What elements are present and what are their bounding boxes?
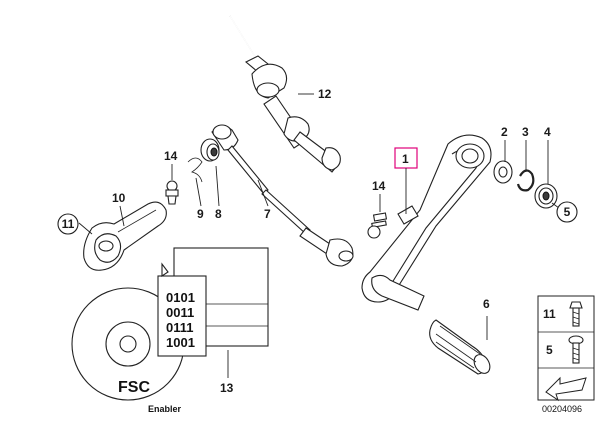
callout-1: 1 bbox=[402, 152, 409, 166]
part-2-washer bbox=[493, 160, 513, 184]
callout-8: 8 bbox=[215, 207, 222, 221]
part-12-shift-rod-boot bbox=[229, 15, 341, 173]
callout-7: 7 bbox=[264, 207, 271, 221]
binary-line-3: 0111 bbox=[166, 320, 194, 335]
part-14-ball-joint-left bbox=[165, 180, 179, 205]
part-3-circlip bbox=[516, 169, 535, 192]
callout-11-circled: 11 bbox=[57, 213, 79, 235]
part-13-software-package bbox=[71, 247, 269, 401]
svg-text:5: 5 bbox=[564, 205, 571, 219]
part-4-bearing bbox=[534, 183, 558, 209]
binary-code-label: 0101 0011 0111 1001 bbox=[166, 290, 195, 350]
legend-label-5: 5 bbox=[546, 343, 553, 357]
part-1-shift-pedal bbox=[361, 134, 492, 311]
callout-9: 9 bbox=[197, 207, 204, 221]
legend-screw-11-icon bbox=[569, 301, 583, 327]
callout-14-right: 14 bbox=[372, 179, 386, 193]
svg-text:11: 11 bbox=[62, 217, 75, 231]
callout-5-circled: 5 bbox=[556, 201, 578, 223]
part-8-bushing bbox=[200, 138, 220, 162]
part-7-shift-linkage bbox=[211, 124, 354, 267]
callout-10: 10 bbox=[112, 191, 126, 205]
part-14-ball-joint-right bbox=[367, 212, 388, 239]
callout-4: 4 bbox=[544, 125, 551, 139]
callout-2: 2 bbox=[501, 125, 508, 139]
callout-3: 3 bbox=[522, 125, 529, 139]
legend-box bbox=[537, 295, 595, 402]
binary-line-4: 1001 bbox=[166, 335, 195, 350]
diagram-reference-number: 00204096 bbox=[542, 404, 582, 414]
legend-label-11: 11 bbox=[543, 307, 556, 321]
callout-6: 6 bbox=[483, 297, 490, 311]
callout-13: 13 bbox=[220, 381, 234, 395]
disc-label: FSC bbox=[118, 379, 150, 396]
legend-screw-5-icon bbox=[568, 335, 584, 364]
disc-sublabel: Enabler bbox=[148, 404, 182, 414]
part-10-lever-arm bbox=[83, 201, 167, 271]
legend-arrow-icon bbox=[545, 376, 587, 402]
binary-line-2: 0011 bbox=[166, 305, 194, 320]
part-6-footpeg bbox=[429, 319, 491, 375]
callout-14-left: 14 bbox=[164, 149, 178, 163]
binary-line-1: 0101 bbox=[166, 290, 195, 305]
callout-12: 12 bbox=[318, 87, 332, 101]
part-9-clip bbox=[187, 157, 203, 183]
leader-lines bbox=[78, 93, 560, 378]
